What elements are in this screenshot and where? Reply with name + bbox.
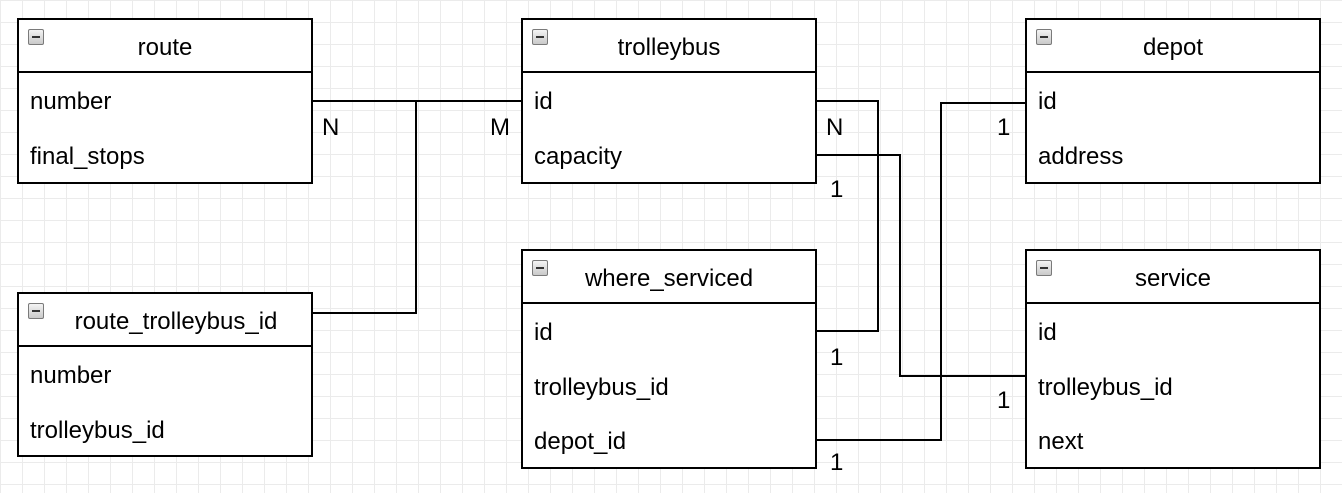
field-row: depot_id bbox=[534, 428, 627, 455]
collapse-minus-icon[interactable] bbox=[1036, 29, 1052, 45]
entity-header: depot bbox=[1027, 20, 1319, 73]
entity-route[interactable]: route number final_stops bbox=[17, 18, 313, 184]
cardinality-label: 1 bbox=[997, 114, 1011, 141]
entity-service[interactable]: service id trolleybus_id next bbox=[1025, 249, 1321, 469]
field-row: trolleybus_id bbox=[1038, 373, 1173, 401]
entity-title: depot bbox=[1142, 34, 1204, 61]
field-row: final_stops bbox=[30, 142, 145, 170]
field-row: capacity bbox=[534, 142, 623, 170]
field-row: id bbox=[1038, 88, 1057, 115]
entity-header: trolleybus bbox=[523, 20, 815, 73]
cardinality-label: 1 bbox=[830, 344, 844, 371]
entity-title: route_trolleybus_id bbox=[74, 308, 278, 335]
cardinality-label: N bbox=[826, 114, 844, 141]
field-row: address bbox=[1038, 142, 1124, 170]
cardinality-label: M bbox=[490, 114, 510, 141]
entity-trolleybus[interactable]: trolleybus id capacity bbox=[521, 18, 817, 184]
entity-header: route_trolleybus_id bbox=[19, 294, 311, 347]
field-row: id bbox=[534, 319, 553, 346]
entity-route-trolleybus-id[interactable]: route_trolleybus_id number trolleybus_id bbox=[17, 292, 313, 457]
entity-header: route bbox=[19, 20, 311, 73]
collapse-minus-icon[interactable] bbox=[1036, 260, 1052, 276]
collapse-minus-icon[interactable] bbox=[28, 29, 44, 45]
cardinality-label: 1 bbox=[997, 387, 1011, 414]
entity-title: where_serviced bbox=[584, 265, 754, 292]
entity-depot[interactable]: depot id address bbox=[1025, 18, 1321, 184]
field-row: next bbox=[1038, 428, 1084, 455]
entity-where-serviced[interactable]: where_serviced id trolleybus_id depot_id bbox=[521, 249, 817, 469]
field-row: id bbox=[534, 88, 553, 115]
line-junction-route-trolleybus-id bbox=[312, 101, 417, 314]
field-row: number bbox=[30, 88, 112, 115]
cardinality-label: N bbox=[322, 114, 340, 141]
field-row: trolleybus_id bbox=[534, 373, 669, 401]
entity-title: trolleybus bbox=[617, 34, 721, 61]
entity-title: service bbox=[1134, 265, 1212, 292]
line-trolleybus-service bbox=[816, 154, 1026, 377]
field-row: number bbox=[30, 362, 112, 389]
collapse-minus-icon[interactable] bbox=[532, 260, 548, 276]
collapse-minus-icon[interactable] bbox=[532, 29, 548, 45]
line-trolleybus-where-serviced bbox=[816, 100, 879, 332]
entity-header: service bbox=[1027, 251, 1319, 304]
field-row: trolleybus_id bbox=[30, 416, 165, 444]
cardinality-label: 1 bbox=[830, 449, 844, 476]
entity-header: where_serviced bbox=[523, 251, 815, 304]
line-depot-where-serviced bbox=[816, 102, 1026, 441]
collapse-minus-icon[interactable] bbox=[28, 303, 44, 319]
cardinality-label: 1 bbox=[830, 176, 844, 203]
field-row: id bbox=[1038, 319, 1057, 346]
entity-title: route bbox=[137, 34, 193, 61]
